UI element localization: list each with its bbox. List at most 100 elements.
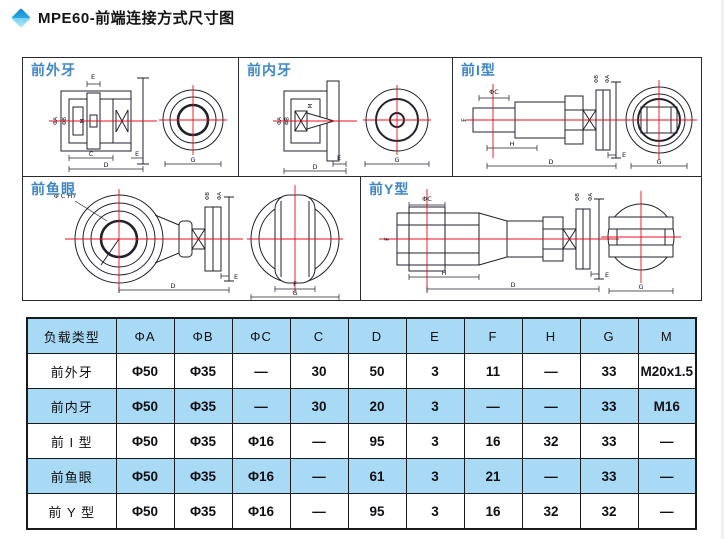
table-cell: — [289,423,349,459]
table-cell: — [521,353,581,389]
front-internal-thread-drawing: ΦA ΦB M E D G [273,80,431,174]
dim-label: D [510,281,515,289]
dim-label: ΦB [62,117,68,125]
table-cell: 95 [347,493,407,530]
dim-label: G [292,289,297,297]
dim-label: ΦA [53,117,59,125]
page-header: MPE60-前端连接方式尺寸图 [11,7,235,28]
panel-label: 前鱼眼 [31,181,76,197]
table-cell: 50 [347,353,407,389]
diamond-bullet-icon [11,7,31,28]
column-header: G [579,317,639,354]
drawing-panels: 前外牙 E ΦA ΦB M C E D [22,57,702,301]
row-label: 前外牙 [26,353,117,389]
panel-front-external-thread: 前外牙 E ΦA ΦB M C E D [23,58,238,176]
column-header: D [347,317,407,354]
table-cell: 95 [347,423,407,459]
table-cell: — [637,423,697,459]
dim-label: C [89,150,94,158]
table-cell: Φ35 [173,493,233,530]
dim-label: ΦA [588,193,594,201]
dim-label: ΦA [277,117,283,125]
dim-label: D [312,163,317,171]
table-cell: 33 [579,353,639,389]
column-header: C [289,317,349,354]
table-cell: Φ50 [115,493,175,530]
panel-front-fish-eye: 前鱼眼 Φ C H7 ΦB ΦA D [23,177,360,300]
dim-label: E [622,151,626,159]
table-cell: — [231,388,291,424]
dim-label: G [656,158,661,166]
row-label: 前 I 型 [26,423,117,459]
dim-label: E [605,271,609,279]
panel-front-y-type: 前Y型 ΦC F H [360,177,701,300]
column-header: 负载类型 [26,317,117,354]
table-cell: Φ50 [115,388,175,424]
column-header: E [405,317,465,354]
spec-table: 负载类型 ΦA ΦB ΦC C D E F H G M 前外牙 Φ50 Φ35 … [26,317,697,530]
table-cell: 32 [521,493,581,530]
column-header: ΦB [173,317,233,354]
dim-label: F [460,118,468,122]
dim-label: M [308,103,314,108]
dim-label: E [234,273,238,281]
table-cell: 32 [521,423,581,459]
table-cell: M16 [637,388,697,424]
table-cell: 33 [579,458,639,494]
table-cell: — [521,388,581,424]
table-cell: Φ35 [173,458,233,494]
dim-label: D [103,161,108,169]
table-cell: 33 [579,423,639,459]
table-row: 前鱼眼 Φ50 Φ35 Φ16 — 61 3 21 — 33 — [26,458,697,494]
dim-label: D [170,282,175,290]
table-cell: — [289,493,349,530]
table-cell: 3 [405,458,465,494]
table-cell: M20x1.5 [637,353,697,389]
table-header-row: 负载类型 ΦA ΦB ΦC C D E F H G M [26,317,697,354]
panel-front-internal-thread: 前内牙 ΦA ΦB M E D G [238,58,452,176]
table-cell: Φ16 [231,458,291,494]
table-cell: Φ35 [173,423,233,459]
row-label: 前内牙 [26,388,117,424]
dim-label: H [442,269,447,277]
panel-label: 前I型 [461,62,496,78]
front-external-thread-drawing: E ΦA ΦB M C E D G [49,73,227,172]
table-row: 前外牙 Φ50 Φ35 — 30 50 3 11 — 33 M20x1.5 [26,353,697,389]
dim-label: G [190,156,195,164]
table-cell: Φ50 [115,353,175,389]
dim-label: ΦB [575,193,581,201]
table-row: 前 I 型 Φ50 Φ35 Φ16 — 95 3 16 32 33 — [26,423,697,459]
table-cell: — [289,458,349,494]
dim-label: E [91,73,95,81]
dim-label: D [548,158,553,166]
front-i-type-drawing: ΦC F H D E ΦB ΦA G [460,75,697,169]
table-cell: — [463,388,523,424]
dim-label: ΦA [605,75,611,83]
table-cell: 30 [289,388,349,424]
dim-label: G [638,283,643,291]
dim-label: M [80,118,86,123]
dim-label: H [510,140,515,148]
table-cell: 20 [347,388,407,424]
table-cell: 61 [347,458,407,494]
dim-label: ΦB [205,192,211,200]
table-cell: 33 [579,388,639,424]
table-cell: 21 [463,458,523,494]
panel-label: 前外牙 [31,62,76,78]
table-cell: Φ50 [115,423,175,459]
dim-label: Φ C H7 [54,192,77,200]
dim-label: ΦA [217,192,223,200]
page-title: MPE60-前端连接方式尺寸图 [38,10,235,27]
dim-label: ΦB [594,75,600,83]
table-cell: — [521,458,581,494]
panel-label: 前Y型 [369,181,410,197]
front-y-type-drawing: ΦC F H D E ΦB ΦA G [379,189,681,294]
column-header: M [637,317,697,354]
column-header: H [521,317,581,354]
dim-label: G [394,156,399,164]
table-cell: Φ35 [173,388,233,424]
front-fish-eye-drawing: Φ C H7 ΦB ΦA D E F G [54,185,343,300]
table-cell: — [637,458,697,494]
table-row: 前内牙 Φ50 Φ35 — 30 20 3 — — 33 M16 [26,388,697,424]
page-edge [721,0,724,539]
